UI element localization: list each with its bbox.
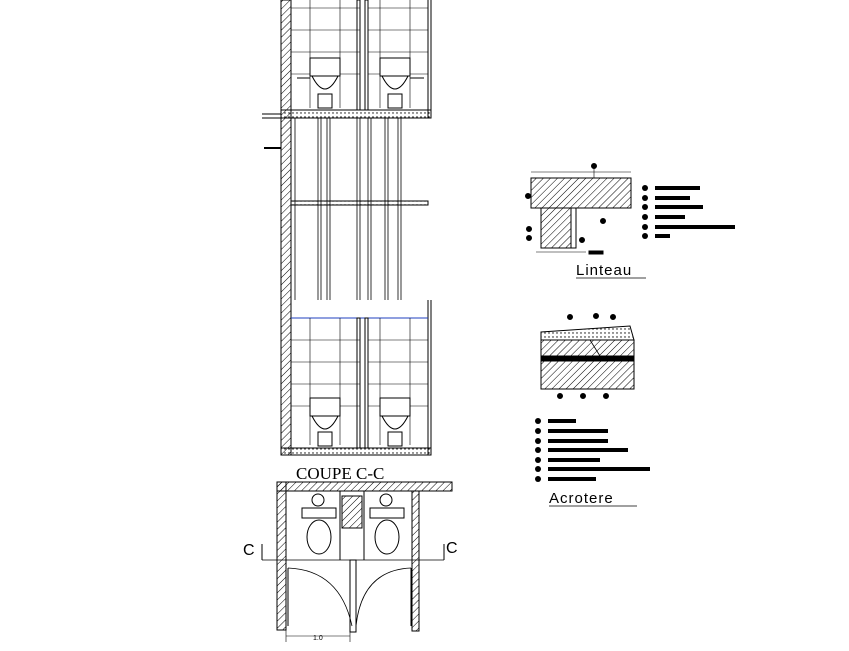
left-wall — [280, 0, 292, 456]
upper-toilet-left — [297, 57, 341, 109]
acrotere-title: Acrotere — [549, 490, 614, 507]
plan-top-wall — [276, 481, 453, 492]
section-cc — [262, 0, 432, 456]
upper-slab — [280, 109, 432, 119]
section-mark-right: C — [446, 540, 458, 557]
plan-view — [261, 481, 453, 642]
plan-right-wall — [411, 490, 420, 632]
lower-tiles — [291, 317, 428, 445]
linteau-legend — [642, 185, 735, 239]
lower-toilet-left — [309, 397, 341, 447]
acrotere-legend — [535, 418, 650, 482]
section-title: COUPE C-C — [296, 464, 384, 483]
plan-left-wall — [276, 481, 287, 631]
lower-toilet-right — [379, 397, 411, 447]
upper-toilet-right — [379, 57, 424, 109]
upper-tiles — [291, 0, 428, 108]
detail-linteau — [525, 163, 632, 255]
middle-beam — [290, 200, 429, 206]
lower-slab — [280, 447, 432, 456]
middle-pipes — [294, 118, 402, 300]
section-mark-left: C — [243, 542, 255, 559]
linteau-title: Linteau — [576, 262, 632, 279]
plan-dimension-label: 1.0 — [313, 635, 323, 642]
detail-acrotere — [540, 313, 635, 399]
